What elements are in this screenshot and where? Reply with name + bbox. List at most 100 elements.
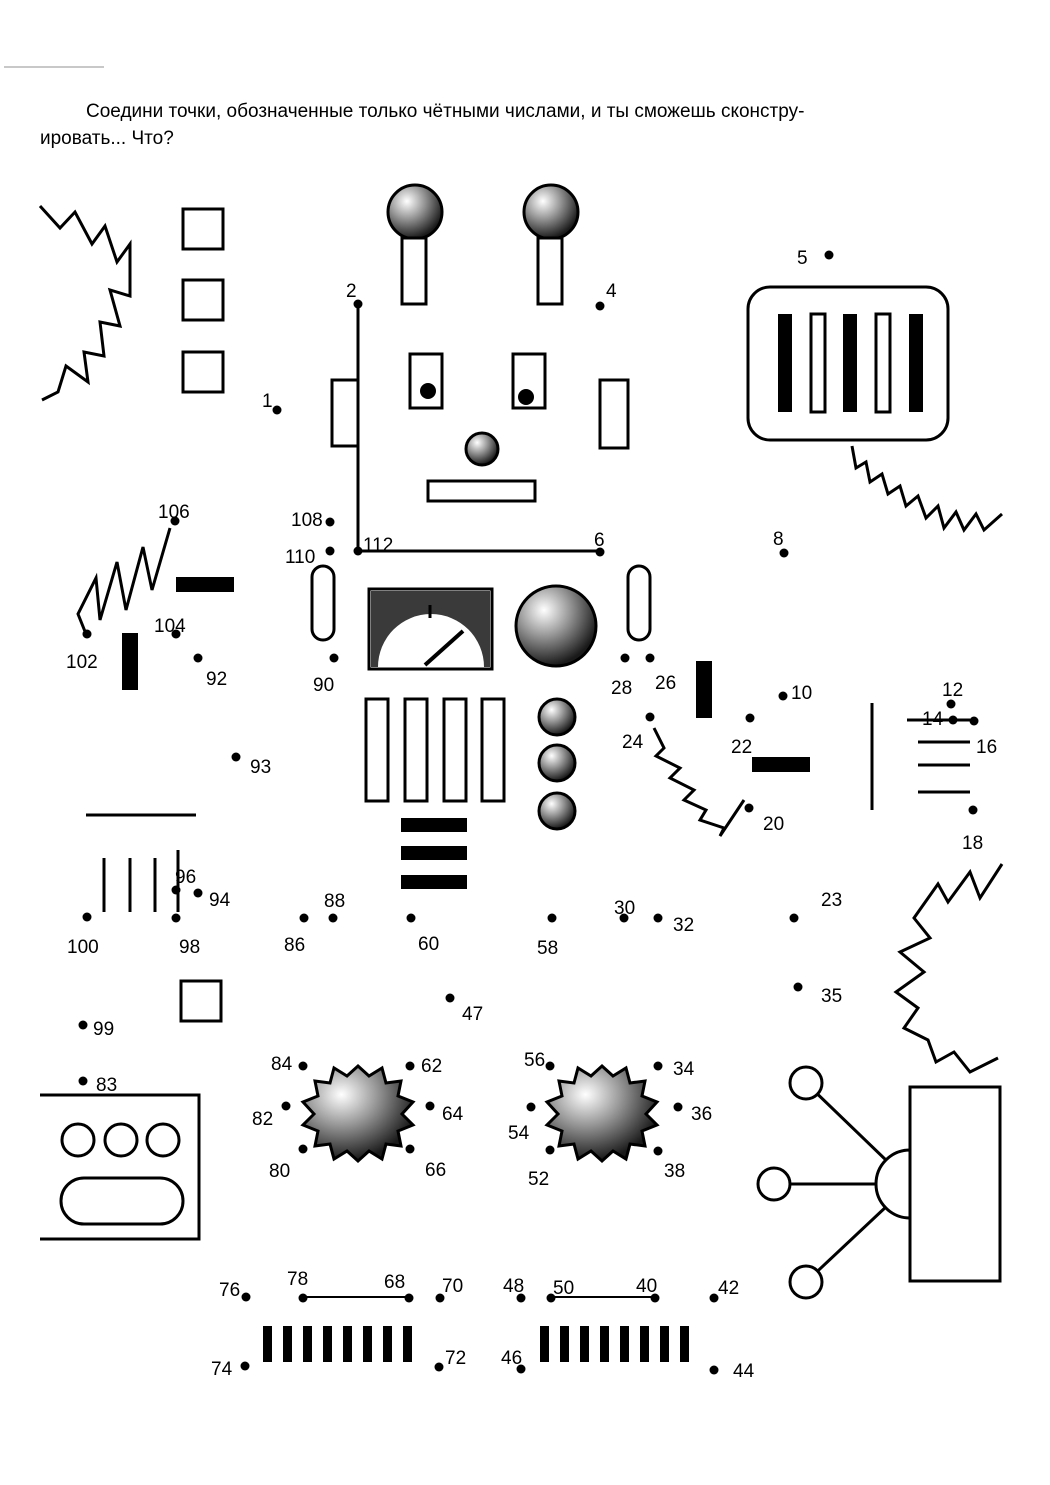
dot-22 (745, 713, 755, 723)
zigzag-top-left (38, 204, 132, 402)
number-label-2: 2 (346, 281, 357, 302)
nose (464, 431, 500, 467)
dot-92 (193, 653, 203, 663)
dot-42 (709, 1293, 719, 1303)
number-label-106: 106 (158, 502, 190, 523)
gauge-background (371, 591, 490, 667)
number-label-96: 96 (175, 867, 196, 888)
dot-48 (516, 1293, 526, 1303)
left-antenna-stem (400, 236, 428, 306)
dot-68 (404, 1293, 414, 1303)
number-label-4: 4 (606, 281, 617, 302)
dot-96 (171, 885, 181, 895)
number-label-50: 50 (553, 1278, 574, 1299)
number-label-108: 108 (291, 510, 323, 531)
robot-head (330, 183, 630, 553)
left-antenna-ball (386, 183, 444, 241)
number-label-20: 20 (763, 814, 784, 835)
dot-83 (78, 1076, 88, 1086)
dot-52 (545, 1145, 555, 1155)
instruction-text: Соедини точки, обозначенные только чётны… (40, 98, 1005, 152)
dot-80 (298, 1144, 308, 1154)
vent-bar-1 (401, 818, 467, 832)
number-label-90: 90 (313, 675, 334, 696)
panel-frame (40, 1093, 201, 1241)
molecule-shape (756, 1065, 1002, 1300)
barcode-bar-4 (874, 312, 892, 414)
vent-bar-2 (401, 846, 467, 860)
dot-12 (946, 699, 956, 709)
number-label-82: 82 (252, 1109, 273, 1130)
dot-5 (824, 250, 834, 260)
number-label-18: 18 (962, 833, 983, 854)
dot-66 (405, 1144, 415, 1154)
dot-50 (546, 1293, 556, 1303)
left-foot-hatching (263, 1326, 412, 1362)
number-label-35: 35 (821, 986, 842, 1007)
number-label-54: 54 (508, 1123, 530, 1144)
mouth (426, 479, 537, 503)
chest-button-1 (537, 697, 577, 737)
vent-bar-3 (401, 875, 467, 889)
zigzag-left-middle (76, 527, 172, 635)
left-eye (408, 352, 444, 410)
number-label-62: 62 (421, 1056, 442, 1077)
dot-38 (653, 1146, 663, 1156)
right-pupil (518, 389, 534, 405)
number-label-100: 100 (67, 937, 99, 958)
dots-layer (78, 250, 979, 1375)
right-shoulder-capsule (626, 564, 652, 642)
small-square-3 (181, 350, 225, 394)
number-label-26: 26 (655, 673, 676, 694)
dot-47 (445, 993, 455, 1003)
number-label-12: 12 (942, 680, 963, 701)
number-label-60: 60 (418, 934, 439, 955)
dot-23 (789, 913, 799, 923)
barcode-bar-5 (909, 314, 923, 412)
right-ear (598, 378, 630, 450)
small-square-1 (181, 207, 225, 251)
dot-30 (619, 913, 629, 923)
left-pupil (420, 383, 436, 399)
dot-104 (171, 629, 181, 639)
dot-102 (82, 629, 92, 639)
number-label-10: 10 (791, 683, 812, 704)
dot-26 (645, 653, 655, 663)
number-label-8: 8 (773, 529, 784, 550)
number-label-84: 84 (271, 1054, 293, 1075)
dot-86 (299, 913, 309, 923)
small-square-2 (181, 278, 225, 322)
number-label-74: 74 (211, 1359, 233, 1380)
number-label-5: 5 (797, 248, 808, 269)
number-label-94: 94 (209, 890, 231, 911)
dot-74 (240, 1361, 250, 1371)
robot-body (310, 564, 652, 889)
dot-112 (353, 546, 363, 556)
dot-20 (744, 803, 754, 813)
number-label-83: 83 (96, 1075, 117, 1096)
number-label-28: 28 (611, 678, 632, 699)
dot-4 (595, 301, 605, 311)
dot-46 (516, 1364, 526, 1374)
left-ear (330, 378, 360, 448)
number-label-58: 58 (537, 938, 558, 959)
dot-64 (425, 1101, 435, 1111)
number-label-24: 24 (622, 732, 644, 753)
number-label-112: 112 (363, 535, 393, 556)
left-shoulder-capsule (310, 564, 336, 642)
black-bar-horizontal-right (752, 757, 810, 772)
number-label-52: 52 (528, 1169, 549, 1190)
dot-35 (793, 982, 803, 992)
number-label-38: 38 (664, 1161, 685, 1182)
chest-bar-4 (480, 697, 506, 803)
dot-106 (170, 516, 180, 526)
dot-10 (778, 691, 788, 701)
small-square-4 (179, 979, 223, 1023)
dot-98 (171, 913, 181, 923)
number-label-66: 66 (425, 1160, 446, 1181)
zigzag-right-middle (652, 727, 746, 837)
chest-button-3 (537, 791, 577, 831)
dot-56 (545, 1061, 555, 1071)
dot-1 (272, 405, 282, 415)
